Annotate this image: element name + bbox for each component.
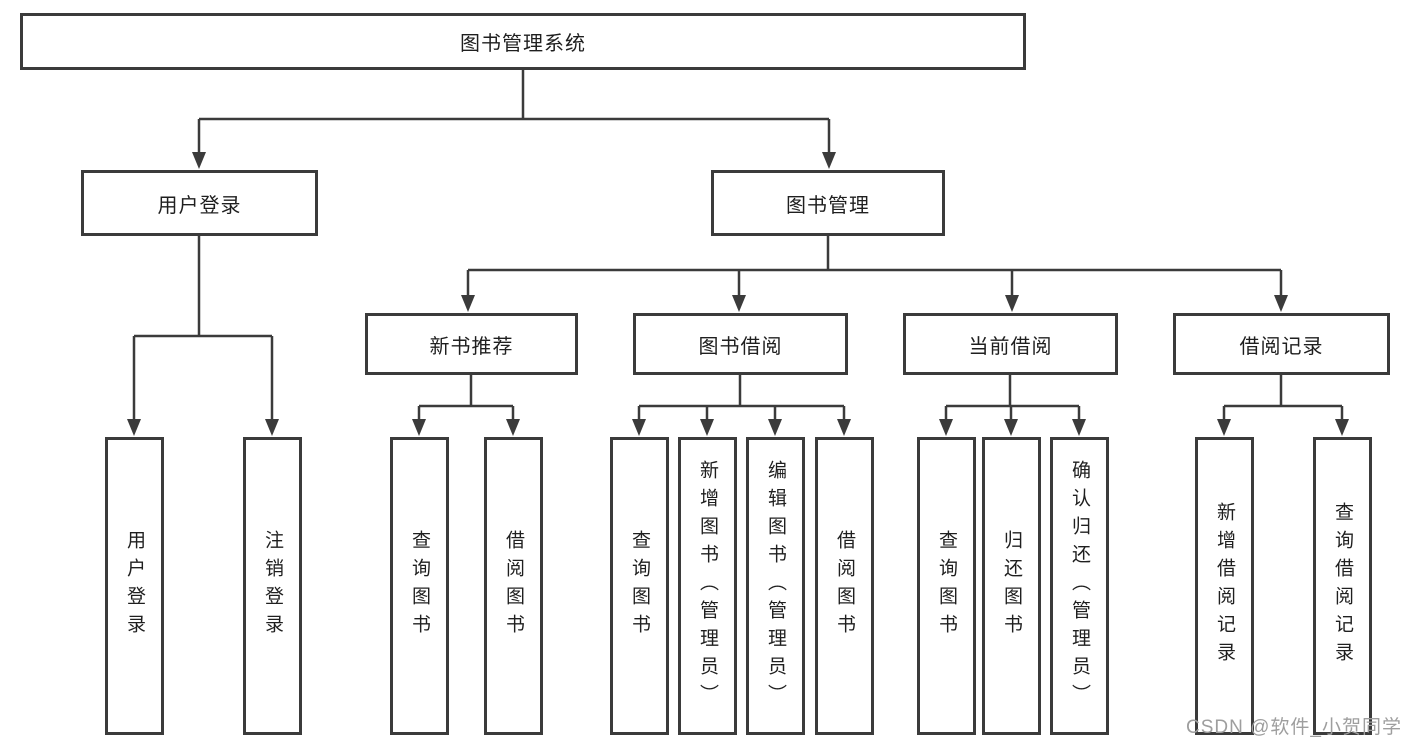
arrowhead — [192, 152, 206, 169]
leaf-user-login-label: 用户登录 — [124, 530, 145, 642]
node-user-login: 用户登录 — [81, 170, 318, 236]
leaf-add-borrow-record-label: 新增借阅记录 — [1214, 502, 1235, 670]
leaf-add-book-admin: 新增图书（管理员） — [678, 437, 737, 735]
leaf-borrow-books-recommend: 借阅图书 — [484, 437, 543, 735]
arrowhead — [1004, 419, 1018, 436]
leaf-borrow-books-label: 借阅图书 — [834, 530, 855, 642]
arrowhead — [506, 419, 520, 436]
leaf-return-book: 归还图书 — [982, 437, 1041, 735]
node-book-mgmt: 图书管理 — [711, 170, 945, 236]
node-book-borrow: 图书借阅 — [633, 313, 848, 375]
arrowhead — [1274, 295, 1288, 312]
arrowhead — [768, 419, 782, 436]
node-book-borrow-label: 图书借阅 — [698, 335, 783, 358]
node-root-label: 图书管理系统 — [460, 33, 586, 55]
node-user-login-label: 用户登录 — [157, 194, 242, 217]
node-borrow-records: 借阅记录 — [1173, 313, 1390, 375]
leaf-query-books-recommend-label: 查询图书 — [409, 530, 430, 642]
node-root: 图书管理系统 — [20, 13, 1026, 70]
leaf-query-books-recommend: 查询图书 — [390, 437, 449, 735]
node-current-borrow: 当前借阅 — [903, 313, 1118, 375]
arrowhead — [412, 419, 426, 436]
leaf-query-books-borrow-label: 查询图书 — [629, 530, 650, 642]
leaf-query-books-current: 查询图书 — [917, 437, 976, 735]
leaf-confirm-return-admin-label: 确认归还（管理员） — [1069, 460, 1090, 712]
leaf-logout: 注销登录 — [243, 437, 302, 735]
leaf-user-login: 用户登录 — [105, 437, 164, 735]
node-borrow-records-label: 借阅记录 — [1239, 335, 1324, 358]
leaf-borrow-books: 借阅图书 — [815, 437, 874, 735]
leaf-borrow-books-recommend-label: 借阅图书 — [503, 530, 524, 642]
arrowhead — [1217, 419, 1231, 436]
leaf-query-borrow-record: 查询借阅记录 — [1313, 437, 1372, 735]
node-book-mgmt-label: 图书管理 — [786, 194, 870, 217]
arrowhead — [1005, 295, 1019, 312]
leaf-add-book-admin-label: 新增图书（管理员） — [697, 460, 718, 712]
leaf-confirm-return-admin: 确认归还（管理员） — [1050, 437, 1109, 735]
leaf-edit-book-admin-label: 编辑图书（管理员） — [765, 460, 786, 712]
leaf-query-books-borrow: 查询图书 — [610, 437, 669, 735]
arrowhead — [632, 419, 646, 436]
leaf-return-book-label: 归还图书 — [1001, 530, 1022, 642]
arrowhead — [822, 152, 836, 169]
arrowhead — [939, 419, 953, 436]
leaf-query-books-current-label: 查询图书 — [936, 530, 957, 642]
leaf-edit-book-admin: 编辑图书（管理员） — [746, 437, 805, 735]
watermark-text: CSDN @软件_小贺同学 — [1186, 717, 1402, 738]
arrowhead — [837, 419, 851, 436]
node-new-book-recommend: 新书推荐 — [365, 313, 578, 375]
arrowhead — [461, 295, 475, 312]
arrowhead — [732, 295, 746, 312]
leaf-logout-label: 注销登录 — [262, 530, 283, 642]
leaf-query-borrow-record-label: 查询借阅记录 — [1332, 502, 1353, 670]
arrowhead — [1072, 419, 1086, 436]
arrowhead — [265, 419, 279, 436]
arrowhead — [700, 419, 714, 436]
arrowhead — [1335, 419, 1349, 436]
arrowhead — [127, 419, 141, 436]
leaf-add-borrow-record: 新增借阅记录 — [1195, 437, 1254, 735]
node-new-book-recommend-label: 新书推荐 — [429, 335, 514, 358]
node-current-borrow-label: 当前借阅 — [968, 335, 1053, 358]
